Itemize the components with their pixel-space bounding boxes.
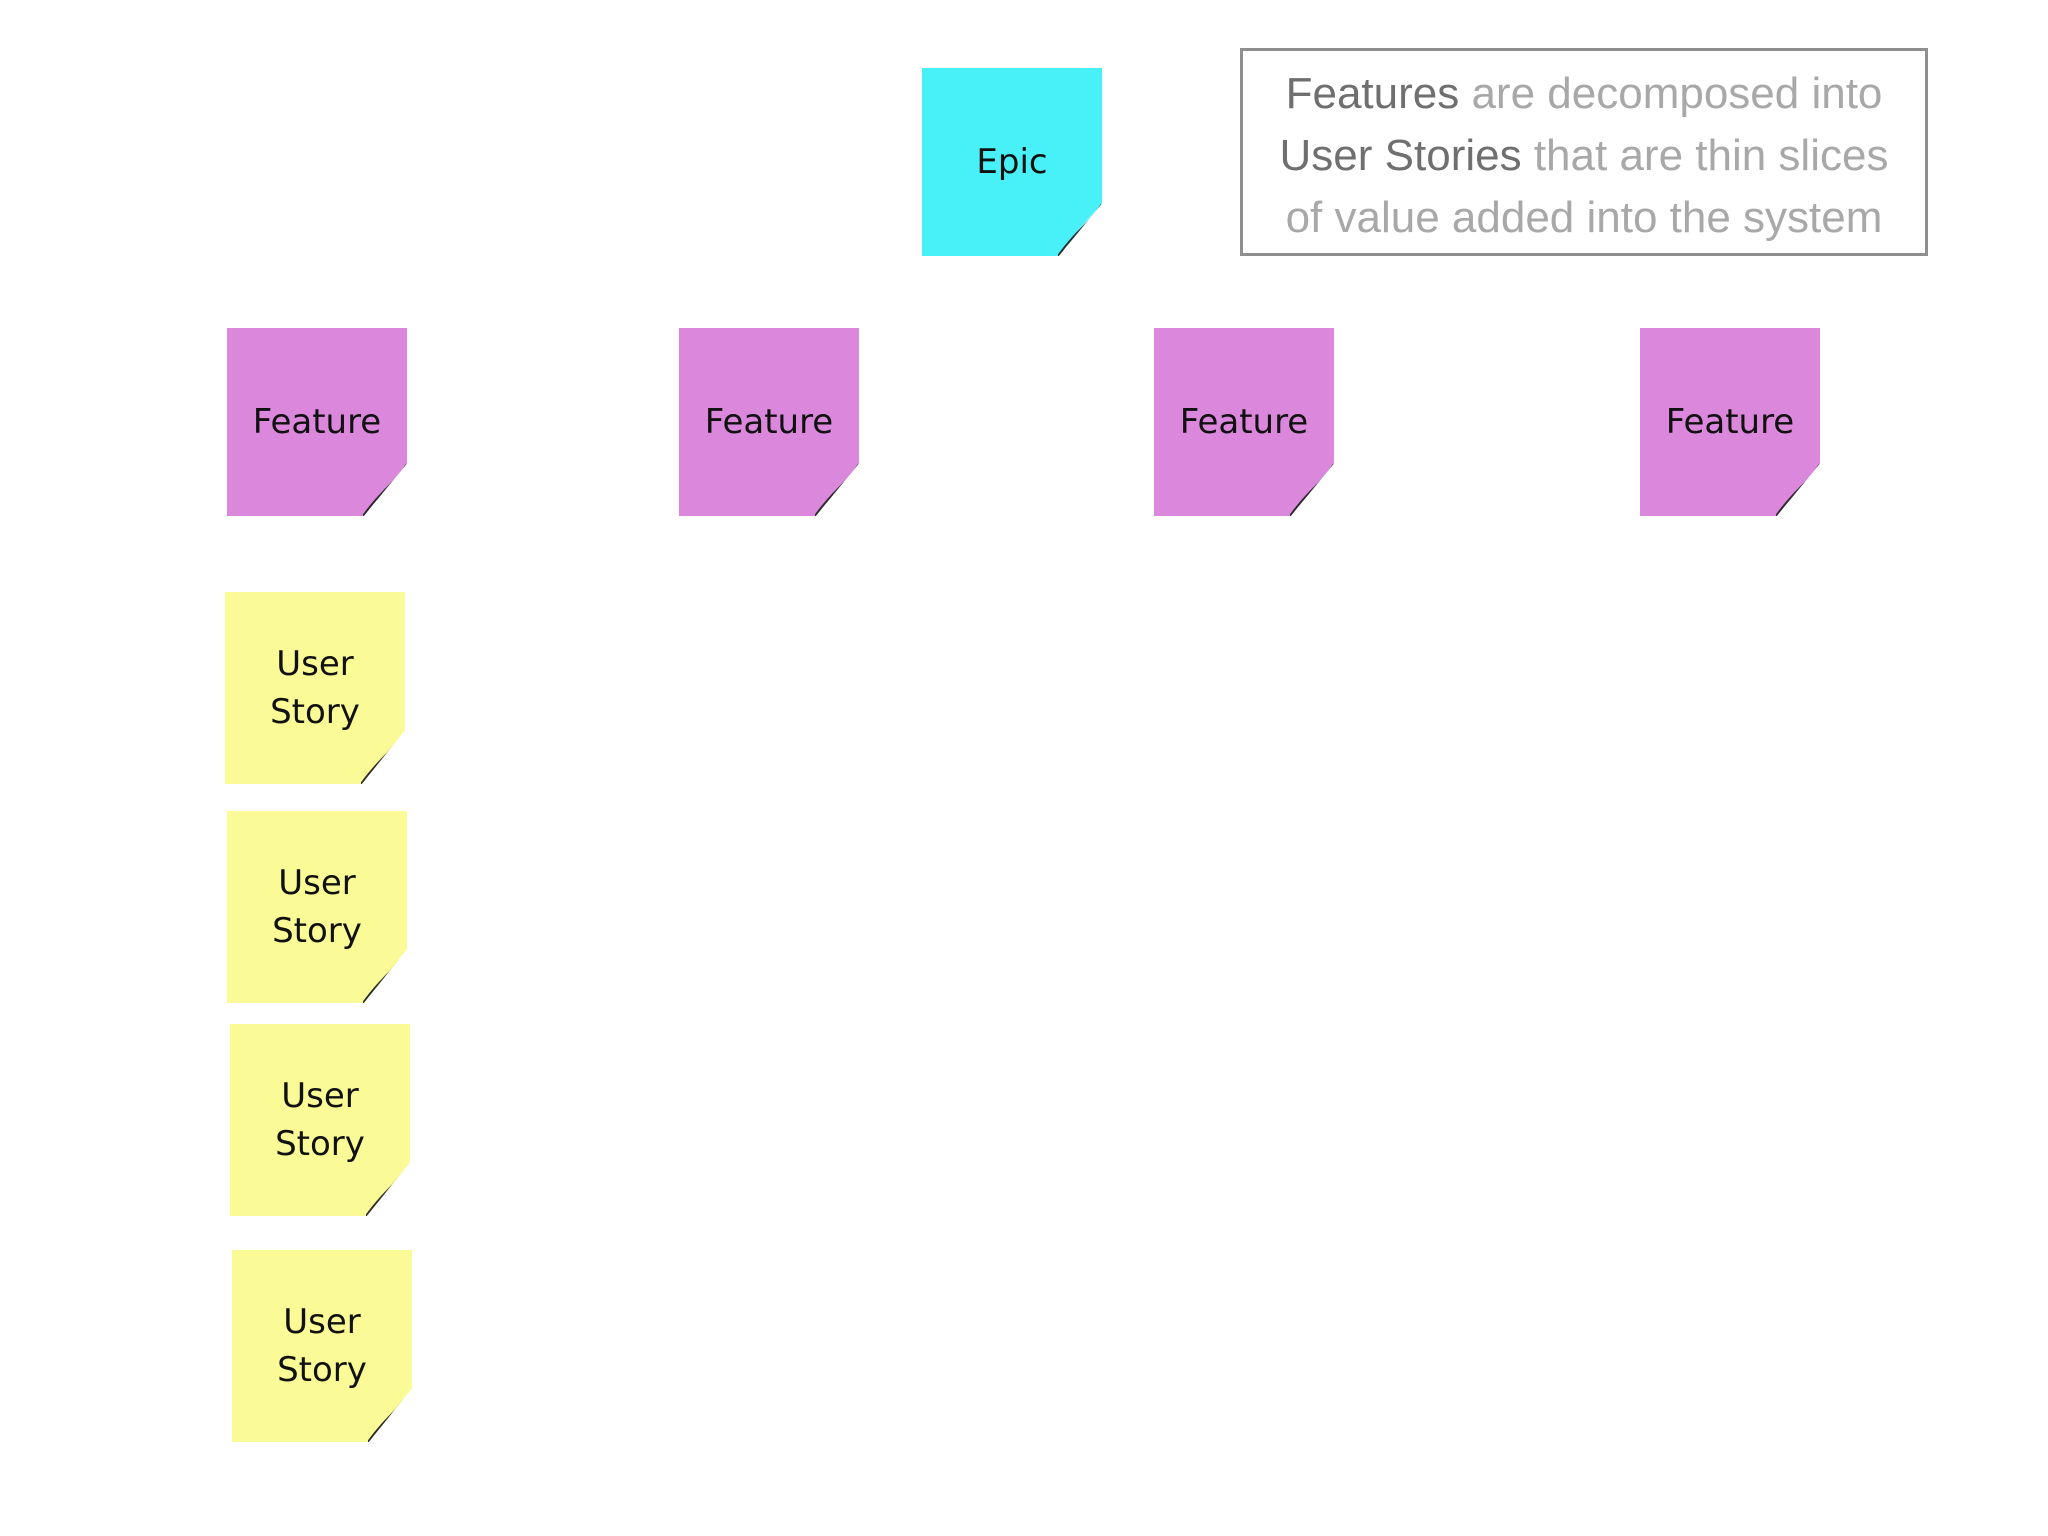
user-story-note: User Story	[225, 592, 405, 784]
user-story-label-line-2: Story	[277, 1350, 367, 1390]
user-story-note: User Story	[230, 1024, 410, 1216]
feature-note: Feature	[1640, 328, 1820, 516]
caption-line-3: of value added into the system	[1285, 193, 1883, 242]
user-story-note: User Story	[232, 1250, 412, 1442]
user-story-label-line-1: User	[281, 1076, 359, 1116]
page-curl-icon	[1290, 464, 1334, 516]
page-curl-icon	[366, 1164, 410, 1216]
explanation-caption: Features are decomposed into User Storie…	[1240, 48, 1928, 256]
caption-features-term: Features	[1285, 69, 1460, 118]
user-story-label-line-2: Story	[275, 1124, 365, 1164]
user-story-label: User Story	[277, 1298, 367, 1394]
feature-note: Feature	[679, 328, 859, 516]
epic-note: Epic	[922, 68, 1102, 256]
user-story-label-line-2: Story	[272, 911, 362, 951]
page-curl-icon	[363, 464, 407, 516]
user-story-label-line-1: User	[278, 863, 356, 903]
page-curl-icon	[363, 951, 407, 1003]
page-curl-icon	[361, 732, 405, 784]
feature-note: Feature	[1154, 328, 1334, 516]
epic-label: Epic	[976, 142, 1048, 182]
caption-line-2-rest: that are thin slices	[1521, 131, 1889, 180]
feature-label: Feature	[1179, 402, 1309, 442]
user-story-label-line-1: User	[276, 644, 354, 684]
page-curl-icon	[1776, 464, 1820, 516]
caption-line-1: Features are decomposed into	[1261, 63, 1907, 125]
feature-label: Feature	[1665, 402, 1795, 442]
feature-label: Feature	[704, 402, 834, 442]
caption-user-stories-term: User Stories	[1279, 131, 1522, 180]
page-curl-icon	[1058, 204, 1102, 256]
user-story-label: User Story	[275, 1072, 365, 1168]
caption-line-2: User Stories that are thin slices	[1261, 125, 1907, 187]
page-curl-icon	[815, 464, 859, 516]
page-curl-icon	[368, 1390, 412, 1442]
caption-line-1-rest: are decomposed into	[1459, 69, 1883, 118]
user-story-note: User Story	[227, 811, 407, 1003]
feature-note: Feature	[227, 328, 407, 516]
feature-label: Feature	[252, 402, 382, 442]
user-story-label-line-1: User	[283, 1302, 361, 1342]
user-story-label-line-2: Story	[270, 692, 360, 732]
user-story-label: User Story	[270, 640, 360, 736]
user-story-label: User Story	[272, 859, 362, 955]
